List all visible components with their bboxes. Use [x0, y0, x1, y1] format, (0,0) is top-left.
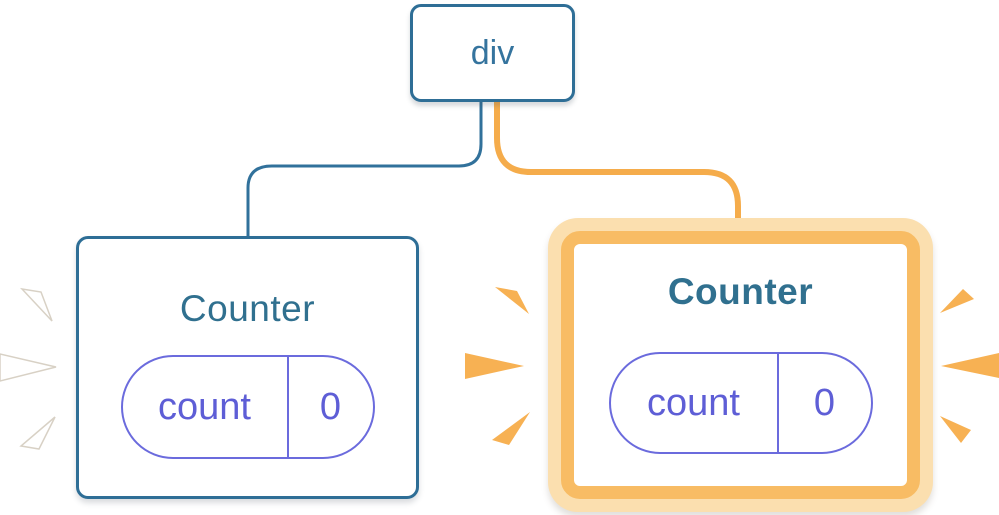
- edge-div-to-right-counter-highlight: [494, 96, 741, 228]
- counter-title: Counter: [667, 271, 814, 312]
- spark-icon: [19, 287, 53, 322]
- state-pill: count 0: [120, 355, 375, 459]
- counter-title: Counter: [179, 288, 316, 329]
- state-value: 0: [776, 354, 871, 452]
- state-pill: count 0: [608, 352, 873, 454]
- root-node-div: div: [410, 4, 575, 102]
- state-value: 0: [286, 357, 373, 457]
- edge-div-to-left-counter: [246, 100, 483, 242]
- spark-icon: [465, 353, 524, 379]
- spark-icon: [940, 289, 974, 313]
- spark-icon: [941, 353, 999, 378]
- spark-icon: [495, 287, 529, 314]
- root-node-label: div: [470, 33, 515, 72]
- spark-icon: [940, 416, 971, 443]
- counter-node-right-highlight-ring: Counter count 0: [548, 218, 933, 512]
- spark-icon: [492, 412, 530, 445]
- state-key: count: [158, 385, 251, 428]
- counter-node-right: Counter count 0: [561, 231, 920, 499]
- state-key: count: [647, 381, 740, 424]
- spark-icon: [19, 416, 56, 450]
- counter-node-left: Counter count 0: [76, 236, 419, 499]
- spark-icon: [0, 353, 57, 382]
- edge-highlight-casing: [484, 96, 751, 230]
